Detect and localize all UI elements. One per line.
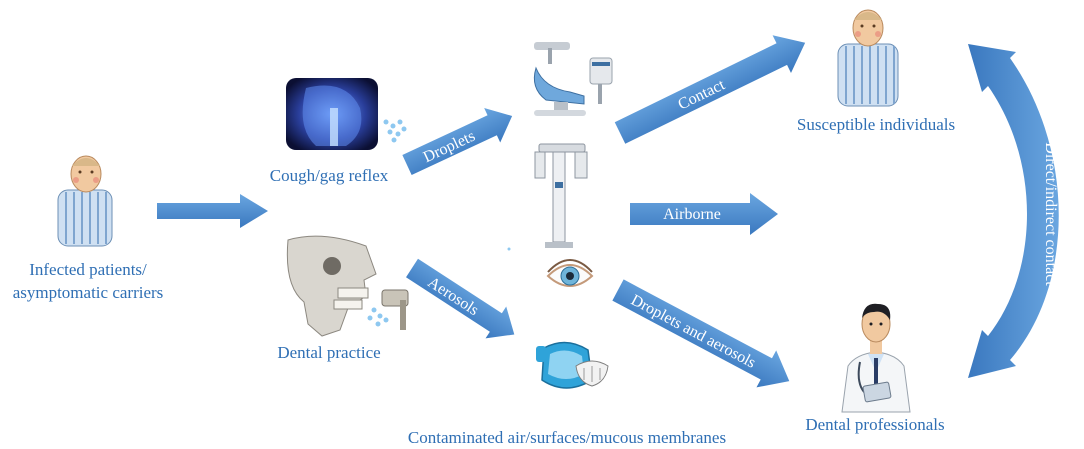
susceptible-patient-icon (837, 9, 899, 107)
direct-indirect-label: Direct/indirect contact (1042, 142, 1059, 286)
impression-tray-icon (536, 341, 609, 389)
dental-professional-icon (841, 303, 911, 413)
susceptible-label: Susceptible individuals (797, 115, 955, 134)
cough-label: Cough/gag reflex (270, 166, 389, 185)
main-arrow (157, 194, 268, 228)
airborne-arrow: Airborne (630, 193, 778, 235)
xray-machine-icon (534, 143, 588, 248)
droplet-dot (507, 247, 511, 251)
head-xray-icon (286, 78, 407, 150)
contact-arrow: Contact (614, 35, 806, 144)
contaminated-label: Contaminated air/surfaces/mucous membran… (408, 428, 726, 447)
droplets-aerosols-arrow: Droplets and aerosols (612, 279, 790, 388)
infected-label-line1: Infected patients/ (29, 260, 147, 279)
infected-patient-icon (57, 155, 113, 247)
eye-icon (546, 259, 594, 287)
droplets-aerosols-arrow-label: Droplets and aerosols (628, 292, 758, 372)
professionals-label: Dental professionals (805, 415, 944, 434)
direct-indirect-curved-arrow: Direct/indirect contact (968, 44, 1059, 378)
dental-chair-icon (533, 42, 613, 116)
infected-label-line2: asymptomatic carriers (13, 283, 164, 302)
droplets-arrow: Droplets (402, 108, 513, 175)
skull-icon (286, 235, 409, 337)
dental-practice-label: Dental practice (277, 343, 380, 362)
aerosols-arrow: Aerosols (406, 258, 515, 339)
airborne-arrow-label: Airborne (663, 206, 721, 223)
